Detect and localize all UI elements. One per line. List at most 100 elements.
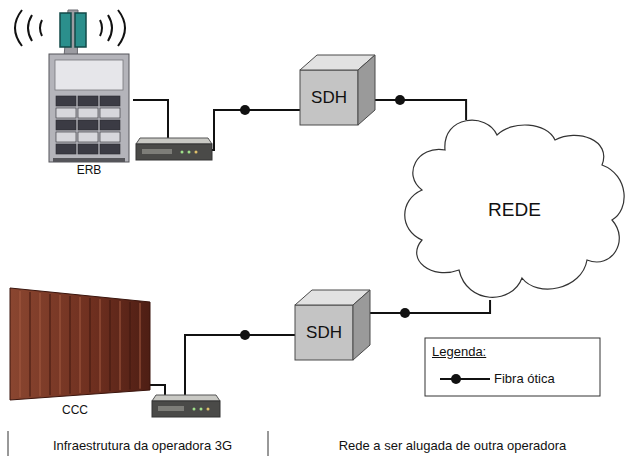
sdh-equipment: SDH bbox=[295, 290, 370, 360]
signal-wave bbox=[40, 20, 42, 36]
cube-front bbox=[300, 70, 358, 125]
section-divider bbox=[8, 431, 9, 456]
cabinet-door-edge bbox=[70, 296, 71, 394]
section-divider bbox=[268, 431, 269, 456]
signal-wave bbox=[15, 10, 22, 46]
signal-wave bbox=[28, 15, 32, 41]
antenna-panel bbox=[75, 13, 86, 47]
node-label: REDE bbox=[488, 199, 541, 221]
cabinet-front bbox=[10, 288, 150, 400]
cube-side bbox=[358, 55, 375, 125]
modem-front bbox=[136, 144, 212, 160]
cabinet-module bbox=[100, 120, 120, 130]
section-label: Infraestrutura da operadora 3G bbox=[53, 439, 232, 454]
sdh-equipment: SDH bbox=[300, 55, 375, 125]
modem-panel bbox=[142, 149, 172, 154]
cabinet-module bbox=[100, 108, 120, 118]
legend-sample bbox=[440, 371, 490, 387]
cabinet-frame bbox=[49, 54, 129, 162]
cabinet-door-edge bbox=[140, 303, 141, 389]
cabinet-door-edge bbox=[80, 297, 81, 393]
antenna-panel bbox=[60, 13, 71, 47]
modem-top bbox=[152, 395, 220, 401]
signal-wave bbox=[100, 20, 102, 36]
base-station: ERB bbox=[45, 50, 133, 180]
modem-led bbox=[193, 408, 196, 411]
cabinet-module bbox=[100, 132, 120, 142]
cabinet-module bbox=[100, 96, 120, 106]
modem-led bbox=[200, 408, 203, 411]
modem-front bbox=[152, 401, 220, 417]
legend-box bbox=[425, 338, 600, 396]
legend-entry: Fibra ótica bbox=[440, 371, 555, 387]
text-area: SDH bbox=[295, 305, 353, 360]
fiber-connector bbox=[375, 100, 466, 120]
cabinet-door-edge bbox=[40, 293, 41, 396]
fiber-link bbox=[370, 300, 490, 318]
cube-side bbox=[353, 290, 370, 360]
node-label: SDH bbox=[306, 323, 342, 343]
cabinet-module bbox=[56, 120, 76, 130]
text-area: CCC bbox=[50, 402, 100, 420]
signal-wave bbox=[108, 15, 112, 41]
control-center: CCC bbox=[10, 288, 150, 420]
fiber-dot bbox=[240, 105, 250, 115]
text-area: SDH bbox=[300, 70, 358, 125]
fiber-dot-sample bbox=[451, 374, 461, 384]
legend-title: Legenda: bbox=[432, 345, 486, 360]
cabinet-module bbox=[78, 96, 98, 106]
text-area: ERB bbox=[45, 162, 133, 180]
cloud-outline bbox=[405, 120, 624, 297]
erb-shape bbox=[45, 50, 133, 180]
signal-wave bbox=[118, 10, 125, 46]
legend-title-holder: Legenda: bbox=[432, 342, 486, 360]
fiber-connector bbox=[150, 335, 295, 405]
cabinet-door-edge bbox=[100, 299, 101, 392]
fiber-link bbox=[375, 95, 466, 120]
cabinet-modules bbox=[56, 96, 120, 154]
cabinet-module bbox=[56, 96, 76, 106]
cabinet-module bbox=[56, 108, 76, 118]
fiber-connector bbox=[370, 300, 490, 313]
cabinet-module bbox=[78, 108, 98, 118]
modem-led bbox=[188, 151, 191, 154]
cabinet-door-edge bbox=[90, 298, 91, 392]
network-cloud: REDE bbox=[397, 120, 632, 300]
text-area: REDE bbox=[397, 120, 632, 300]
fiber-dot bbox=[400, 308, 410, 318]
fiber-line-sample bbox=[440, 378, 490, 380]
legend-text: Fibra ótica bbox=[494, 372, 555, 387]
cabinet-module bbox=[56, 132, 76, 142]
node-label: ERB bbox=[77, 164, 102, 178]
modem-top bbox=[136, 138, 212, 144]
cabinet-door-edge bbox=[50, 294, 51, 395]
cabinet-module bbox=[56, 144, 76, 154]
signal-waves bbox=[15, 10, 125, 46]
cube-front bbox=[295, 305, 353, 360]
modem-led bbox=[207, 408, 210, 411]
ccc-shape bbox=[10, 288, 150, 420]
cabinet-door-edge bbox=[120, 301, 121, 390]
node-label: CCC bbox=[62, 404, 88, 418]
fiber-link bbox=[150, 330, 295, 405]
fiber-link bbox=[133, 100, 300, 150]
cabinet-door-edge bbox=[60, 295, 61, 394]
cabinet-door-edge bbox=[30, 292, 31, 397]
cabinet-base bbox=[53, 158, 125, 162]
cabinet-door-edge bbox=[110, 300, 111, 391]
cabinet-panel bbox=[55, 60, 123, 90]
fiber-dot bbox=[240, 330, 250, 340]
section-label-holder: Rede a ser alugada de outra operadora bbox=[275, 436, 630, 454]
cabinet-door-edge bbox=[130, 302, 131, 389]
modem bbox=[136, 138, 212, 160]
cabinet-door-edge bbox=[20, 291, 21, 397]
cabinet-module bbox=[78, 144, 98, 154]
modem-panel bbox=[158, 406, 184, 411]
fiber-dot bbox=[395, 95, 405, 105]
modem-led bbox=[181, 151, 184, 154]
cabinet-module bbox=[100, 144, 120, 154]
fiber-connector bbox=[133, 100, 300, 150]
modem bbox=[152, 395, 220, 417]
cabinet-module bbox=[78, 132, 98, 142]
